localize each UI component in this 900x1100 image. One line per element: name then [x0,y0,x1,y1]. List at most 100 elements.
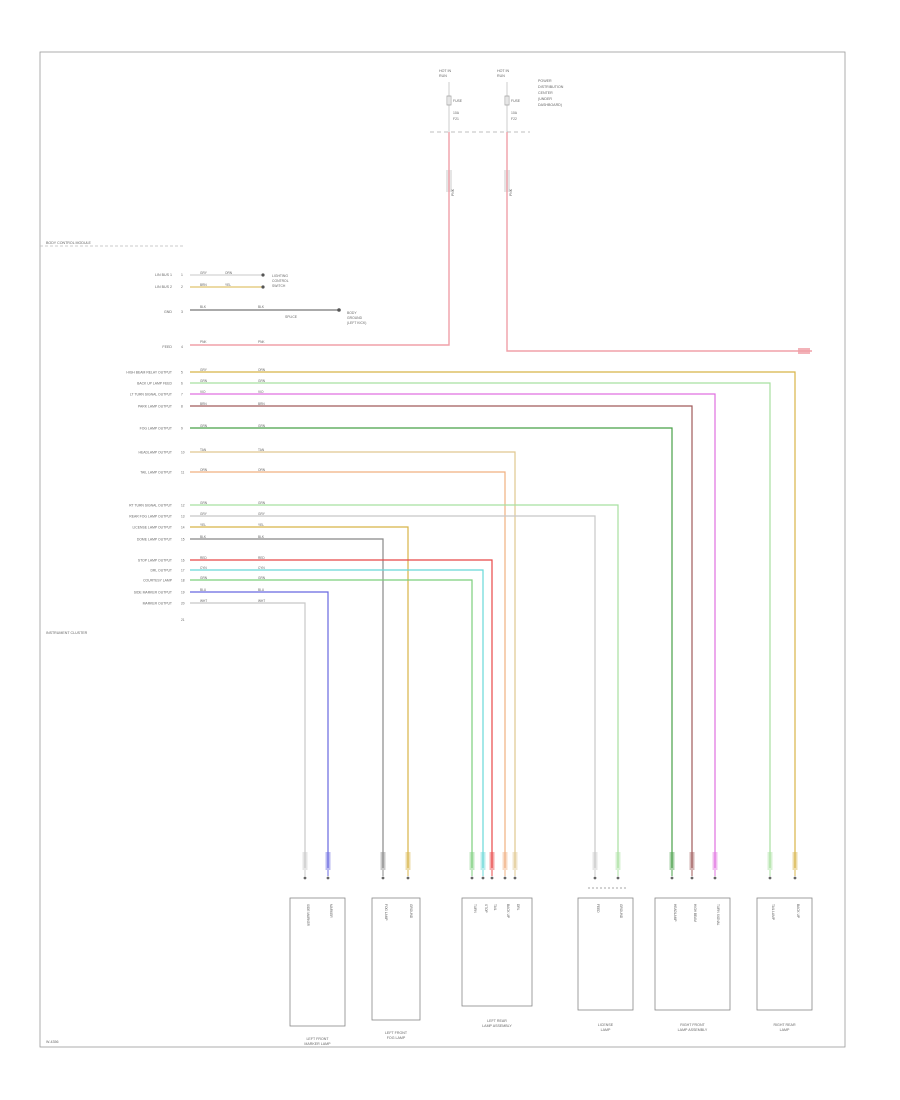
pin-number: 4 [181,345,183,349]
component-box [654,897,731,1011]
pin-number: 12 [181,504,185,508]
signal-wire [190,427,673,868]
connector-pin [381,876,385,880]
feed-wire-left [190,132,450,346]
wire-code: TAN [200,448,207,452]
component-pin-label: TAIL LAMP [771,904,775,920]
wire-code: YEL [225,283,231,287]
wire-code: BLK [200,305,207,309]
fuse-rating: 10A [453,111,460,115]
component-box [756,897,813,1011]
wire-code: BLK [258,305,265,309]
target-label: CONTROL [272,279,289,283]
wire-code: PNK [509,188,513,196]
pin-number: 15 [181,538,185,542]
connector-pin [326,876,330,880]
target-label: LIGHTING [272,274,288,278]
component-pin-label: GROUND [409,904,413,919]
wire-code: BLK [258,535,265,539]
connector-label-bg [325,852,331,870]
page-frame [39,51,846,1048]
signal-wire [190,371,796,868]
feed-wire-right [506,132,812,352]
connector-label-bg [669,852,675,870]
wire-code: GRY [258,512,266,516]
signal-label: DRL OUTPUT [150,569,172,573]
fuse-name: FUSE [453,99,463,103]
signal-wire [190,471,506,868]
wire-code: VIO [258,390,264,394]
signal-label: COURTESY LAMP [143,579,173,583]
component-name: LEFT FRONT [306,1037,329,1041]
wire-code: GRN [200,501,208,505]
connector-label-bg [489,852,495,870]
connector-label-bg [712,852,718,870]
signal-label: LIN BUS 1 [155,273,172,277]
connector-label-bg [380,852,386,870]
wire-code: GRN [200,576,208,580]
pin-number: 17 [181,569,185,573]
wire-code: GRY [200,512,208,516]
pin-number: 19 [181,591,185,595]
fuse-name: FUSE [511,99,521,103]
ground-label: (LEFT KICK) [347,321,366,325]
signal-wire [190,526,409,868]
component-name: LEFT FRONT [385,1031,408,1035]
component-name: RIGHT FRONT [680,1023,705,1027]
ground-label: BODY [347,311,357,315]
component-box [371,897,421,1021]
pin-number: 18 [181,579,185,583]
component-pin-label: SIDE MARKER [306,904,310,927]
connector-pin [503,876,507,880]
connector-pin [406,876,410,880]
fuse-label: HOT IN [439,69,452,73]
fuse-label: RUN [497,74,505,78]
signal-label: MARKER OUTPUT [143,602,172,606]
fuse-id: F22 [511,117,517,121]
wire-code: ORN [258,468,266,472]
signal-wire [190,602,306,868]
connector-pin [616,876,620,880]
wire-code: WHT [258,599,265,603]
connector-pin [713,876,717,880]
component-box [577,897,634,1011]
component-pin-label: TURN [473,904,477,914]
signal-label: SIDE MARKER OUTPUT [134,591,172,595]
module-footer: INSTRUMENT CLUSTER [46,631,88,635]
connector-pin [470,876,474,880]
signal-label: FOG LAMP OUTPUT [140,427,172,431]
connector-label-bg [480,852,486,870]
component-pin-label: STOP [484,904,488,913]
signal-wire [190,569,484,868]
component-name: LAMP ASSEMBLY [678,1028,708,1032]
connector-label-bg [502,852,508,870]
component-pin-label: MARKER [329,904,333,918]
connector-label-bg [405,852,411,870]
fuse-icon [504,95,510,106]
wire-code: YEL [200,523,206,527]
fuse-rating: 10A [511,111,518,115]
signal-wire [190,382,771,868]
wire-code: GRN [258,576,266,580]
connector-tab [798,348,810,354]
connector-label-bg [512,852,518,870]
component-name: FOG LAMP [387,1036,406,1040]
component-name: LAMP ASSEMBLY [482,1024,512,1028]
component-pin-label: FOG LAMP [384,904,388,920]
wire-code: CYN [200,566,207,570]
signal-label: STOP LAMP OUTPUT [138,559,172,563]
signal-wire [190,591,329,868]
pin-number: 16 [181,559,185,563]
wire-code: YEL [258,523,264,527]
signal-wire [190,405,693,868]
wire-code: GRN [258,501,266,505]
wire-code: BLU [200,588,207,592]
page-code: W-4356 [46,1040,59,1044]
splice-label: SPLICE [285,315,298,319]
connector-label-bg [767,852,773,870]
wire-code: ORN [225,271,233,275]
wire-code: GRN [200,424,208,428]
pin-number: 13 [181,515,185,519]
wire-code: CYN [258,566,265,570]
